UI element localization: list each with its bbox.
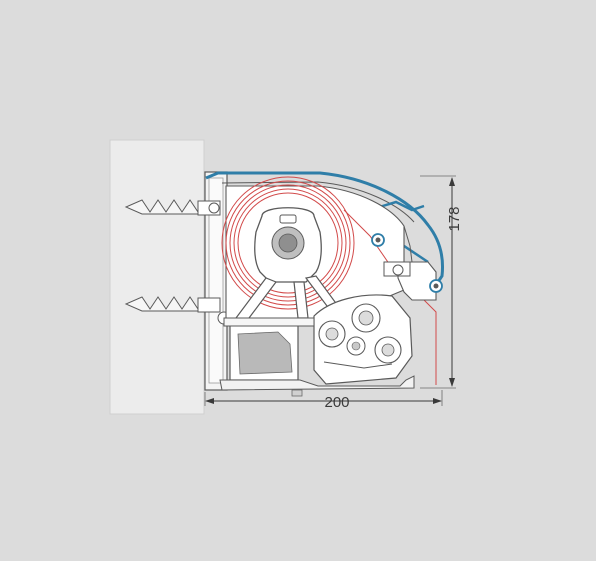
motor-block (223, 317, 315, 381)
roller-tube-icon (254, 207, 322, 283)
bottom-rail (219, 375, 415, 397)
mounting-bracket (204, 171, 228, 391)
wall-anchor-bolt-icon (124, 199, 221, 216)
width-dimension-label: 200 (324, 394, 349, 411)
support-arm (235, 275, 339, 323)
height-dimension (420, 175, 456, 389)
height-dimension-label: 178 (446, 206, 463, 231)
wall-section (109, 139, 205, 415)
drive-gear-icon (313, 294, 413, 385)
width-dimension (204, 390, 443, 406)
fabric-roll (221, 176, 355, 310)
front-profile (371, 225, 443, 301)
